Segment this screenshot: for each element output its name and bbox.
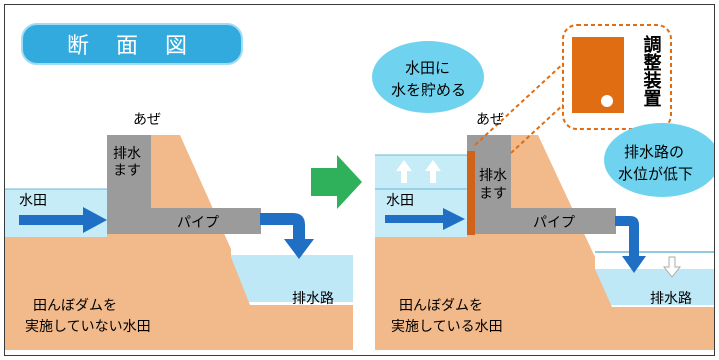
right-inflow-arrow <box>385 208 465 230</box>
diagram-frame: 断 面 図 <box>4 4 715 356</box>
title-banner: 断 面 図 <box>21 23 243 65</box>
left-drain-box <box>107 135 151 234</box>
right-diagram <box>372 24 714 350</box>
right-pipe-label: パイプ <box>533 215 575 231</box>
right-caption-1: 田んぼダムを <box>399 298 483 314</box>
right-channel-label: 排水路 <box>650 291 692 307</box>
bubble-store-text-1: 水田に <box>405 59 450 77</box>
left-aze-label: あぜ <box>133 112 161 128</box>
device-hole-icon <box>601 95 613 107</box>
left-channel-water <box>231 255 353 302</box>
right-suiden-label: 水田 <box>386 193 414 209</box>
left-masu-label-2: ます <box>113 163 141 179</box>
bubble-store-text-2: 水を貯める <box>391 81 466 99</box>
left-soil <box>5 135 353 350</box>
left-suiden-label: 水田 <box>19 193 47 209</box>
device-icon <box>572 37 624 113</box>
left-caption-2: 実施していない水田 <box>25 319 151 335</box>
left-diagram <box>5 135 353 350</box>
cross-section-svg: あぜ 排水 ます 水田 パイプ 排水路 田んぼダムを 実施していない水田 あぜ … <box>5 24 714 350</box>
title-text: 断 面 図 <box>67 34 197 59</box>
rise-arrow-2-icon <box>425 160 441 183</box>
left-masu-label-1: 排水 <box>113 146 141 162</box>
left-pipe <box>151 208 261 234</box>
rise-arrow-1-icon <box>396 160 412 183</box>
right-masu-label-2: ます <box>479 186 507 202</box>
left-channel-label: 排水路 <box>292 291 334 307</box>
transition-arrow <box>311 155 362 209</box>
right-channel-water <box>595 269 714 305</box>
right-caption-2: 実施している水田 <box>391 319 503 335</box>
right-soil <box>375 135 714 350</box>
right-pipe <box>511 208 616 234</box>
right-aze-label: あぜ <box>476 112 504 128</box>
bubble-store <box>372 41 484 113</box>
device-label: 調整装置 <box>641 34 663 107</box>
left-inflow-arrow <box>19 207 107 233</box>
bubble-level-text-1: 排水路の <box>624 143 684 161</box>
left-pipe-label: パイプ <box>177 215 219 231</box>
right-outflow-arrow <box>615 216 646 273</box>
right-control-plate <box>467 151 475 235</box>
left-outflow-arrow <box>260 213 314 259</box>
bubble-level <box>604 123 714 197</box>
right-masu-label-1: 排水 <box>479 168 507 184</box>
bubble-level-text-2: 水位が低下 <box>618 165 693 183</box>
level-drop-arrow-icon <box>662 256 682 278</box>
left-caption-1: 田んぼダムを <box>33 298 117 314</box>
